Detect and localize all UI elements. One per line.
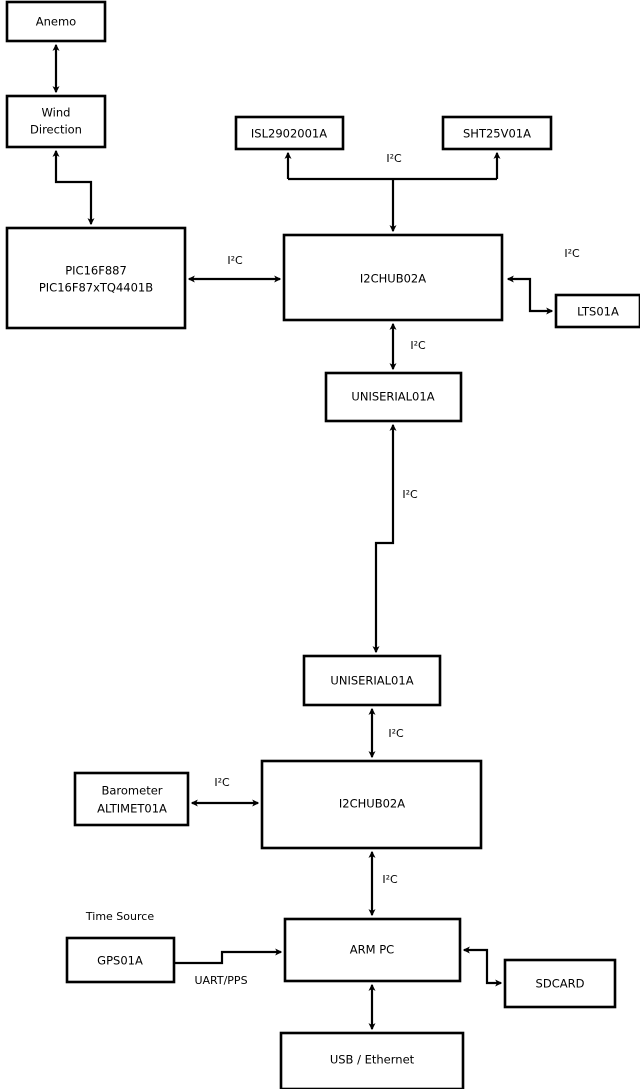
node-anemo[interactable]: Anemo: [5, 0, 107, 43]
node-uniserial01a-top[interactable]: UNISERIAL01A: [324, 371, 463, 423]
edge-label-hub-uniserial-bus: I²C: [410, 339, 426, 352]
free-labels-layer: Time Source: [85, 910, 154, 923]
node-pic-microcontroller[interactable]: PIC16F887 PIC16F87xTQ4401B: [5, 226, 187, 330]
edge-label-gps-arm-bus: UART/PPS: [194, 974, 247, 987]
node-anemo-label: Anemo: [36, 15, 76, 29]
edge-label-hub-arm-bus: I²C: [382, 873, 398, 886]
node-lts01a[interactable]: LTS01A: [554, 293, 640, 329]
node-pic-label-line2: PIC16F87xTQ4401B: [39, 281, 153, 295]
edge-label-lts-bus: I²C: [564, 247, 580, 260]
node-sdcard[interactable]: SDCARD: [503, 958, 617, 1009]
node-wind-direction[interactable]: Wind Direction: [5, 94, 107, 149]
node-isl2902001a[interactable]: ISL2902001A: [234, 115, 345, 151]
node-uniserial01a-top-label: UNISERIAL01A: [351, 390, 434, 404]
node-isl2902001a-label: ISL2902001A: [251, 127, 327, 141]
node-barometer[interactable]: Barometer ALTIMET01A: [73, 771, 190, 827]
node-wind-direction-label-line2: Direction: [30, 123, 82, 137]
edge-gps-armpc: [174, 948, 283, 965]
edge-hubtop-sensor-tree: [284, 151, 501, 233]
node-usb-ethernet[interactable]: USB / Ethernet: [279, 1031, 465, 1089]
edge-labels-layer: I²C I²C I²C I²C I²C I²C I²C I²C UART/PPS: [194, 152, 580, 987]
node-gps01a-label: GPS01A: [97, 954, 143, 968]
node-wind-direction-label-line1: Wind: [42, 106, 71, 120]
node-usb-ethernet-label: USB / Ethernet: [330, 1053, 415, 1067]
node-gps01a[interactable]: GPS01A: [65, 936, 176, 984]
node-arm-pc-label: ARM PC: [350, 943, 394, 957]
edge-label-pic-hub-bus: I²C: [227, 254, 243, 267]
edge-armpc-sdcard: [462, 946, 503, 987]
node-barometer-label-line1: Barometer: [101, 784, 162, 798]
node-uniserial01a-bottom[interactable]: UNISERIAL01A: [302, 654, 442, 707]
edges-layer: [52, 43, 554, 1031]
node-uniserial01a-bottom-label: UNISERIAL01A: [330, 674, 413, 688]
nodes-layer: Anemo Wind Direction PIC16F887 PIC16F87x…: [5, 0, 640, 1089]
edge-label-uniserial-hub-bus: I²C: [388, 727, 404, 740]
node-barometer-label-line2: ALTIMET01A: [97, 802, 167, 816]
node-sdcard-label: SDCARD: [536, 977, 585, 991]
node-lts01a-label: LTS01A: [577, 305, 619, 319]
node-pic-label-line1: PIC16F887: [65, 264, 127, 278]
node-i2chub02a-bottom[interactable]: I2CHUB02A: [260, 759, 483, 850]
label-time-source: Time Source: [85, 910, 154, 923]
edge-hubtop-lts: [506, 275, 554, 315]
node-i2chub02a-top-label: I2CHUB02A: [360, 272, 426, 286]
edge-wind-pic: [52, 149, 95, 226]
node-arm-pc[interactable]: ARM PC: [283, 917, 462, 983]
edge-label-uniserial-uniserial-bus: I²C: [402, 488, 418, 501]
edge-label-sensor-tree-bus: I²C: [386, 152, 402, 165]
node-i2chub02a-top[interactable]: I2CHUB02A: [282, 233, 504, 322]
node-i2chub02a-bottom-label: I2CHUB02A: [339, 797, 405, 811]
edge-label-barometer-hub-bus: I²C: [214, 776, 230, 789]
edge-uniserial-uniserial: [372, 423, 397, 654]
node-sht25v01a[interactable]: SHT25V01A: [441, 115, 553, 151]
node-sht25v01a-label: SHT25V01A: [463, 127, 531, 141]
